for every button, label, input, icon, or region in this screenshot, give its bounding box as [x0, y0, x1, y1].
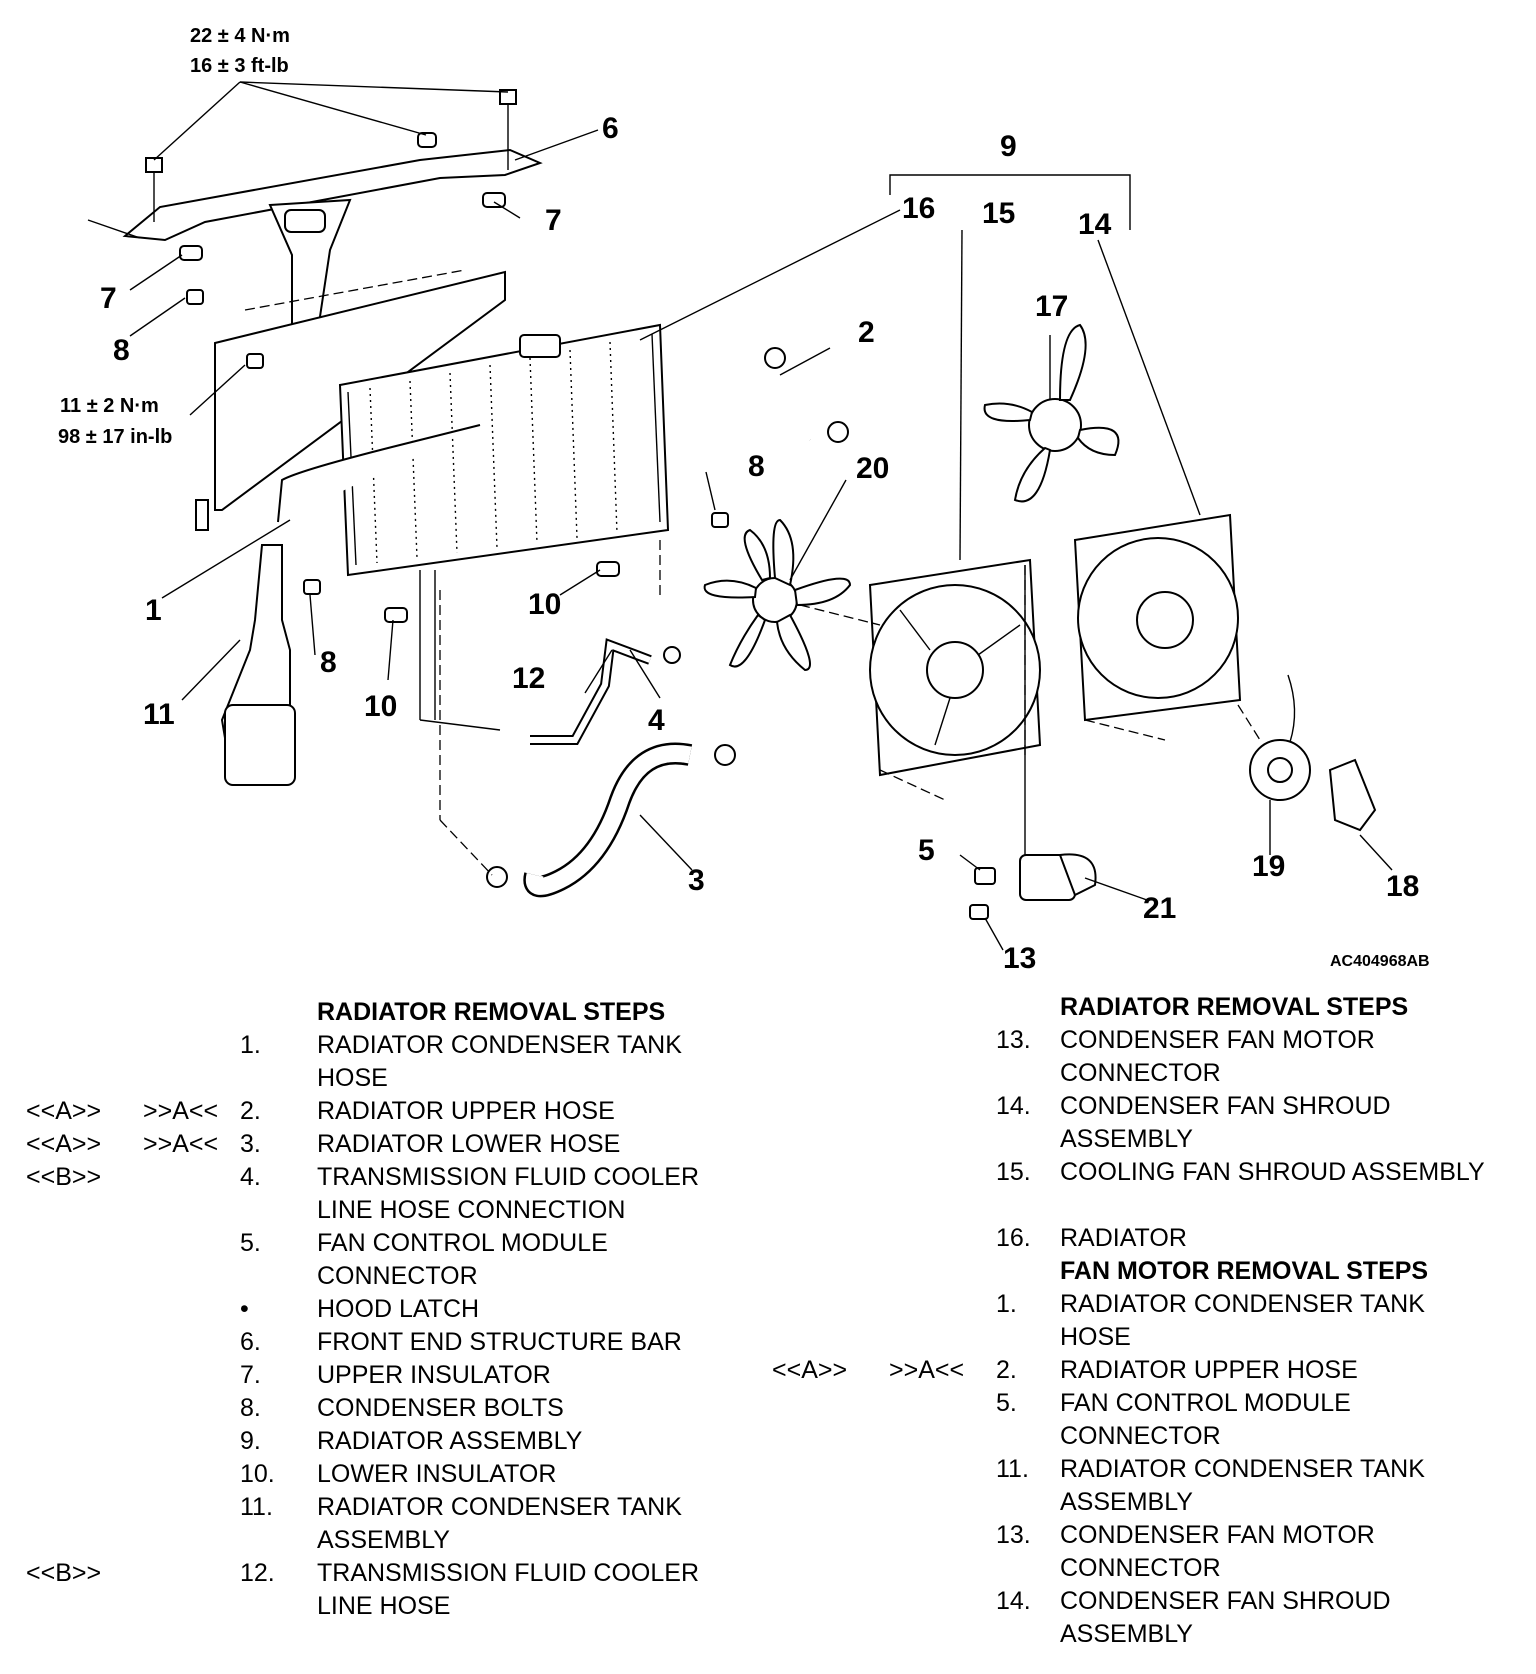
callout-3: 3 — [688, 864, 705, 897]
callout-5: 5 — [918, 834, 935, 867]
list-title: FAN MOTOR REMOVAL STEPS — [1060, 1257, 1429, 1285]
condenser-tank-hose — [277, 424, 481, 523]
callout-8: 8 — [320, 646, 337, 679]
callout-7: 7 — [545, 204, 562, 237]
list-item: <<A>>>>A<<2.RADIATOR UPPER HOSE — [26, 1097, 615, 1125]
torque-condenser-nm: 11 ± 2 N·m — [60, 395, 159, 417]
callout-20: 20 — [856, 452, 889, 485]
cooler-line-hose — [530, 638, 652, 745]
list-title: RADIATOR REMOVAL STEPS — [1060, 993, 1409, 1021]
list-item: 15.COOLING FAN SHROUD ASSEMBLY — [996, 1158, 1485, 1186]
condenser-bolt-icon — [711, 512, 729, 528]
figure-id: AC404968AB — [1330, 953, 1430, 970]
callout-18: 18 — [1386, 870, 1419, 903]
list-item: 10.LOWER INSULATOR — [240, 1460, 557, 1488]
condenser-bolt-icon — [303, 579, 321, 595]
list-item: 5.FAN CONTROL MODULE CONNECTOR — [996, 1389, 1351, 1450]
callout-17: 17 — [1035, 290, 1068, 323]
callout-4: 4 — [648, 704, 665, 737]
radiator-removal-steps-left: RADIATOR REMOVAL STEPS 1.RADIATOR CONDEN… — [26, 996, 746, 1623]
callout-11: 11 — [143, 698, 175, 731]
callout-16: 16 — [902, 192, 935, 225]
hose-clamp-icon — [827, 421, 849, 443]
list-item: 7.UPPER INSULATOR — [240, 1361, 551, 1389]
list-item: 1.RADIATOR CONDENSER TANK HOSE — [240, 1031, 682, 1092]
upper-insulator — [482, 192, 506, 208]
motor-cover — [1328, 758, 1377, 832]
connector-icon — [969, 904, 989, 920]
callout-2: 2 — [858, 316, 875, 349]
lower-insulator — [384, 607, 408, 623]
callout-1: 1 — [145, 594, 162, 627]
callout-6: 6 — [602, 112, 619, 145]
radiator-removal-steps-right: RADIATOR REMOVAL STEPS 13.CONDENSER FAN … — [772, 991, 1536, 1651]
hose-clamp-icon — [486, 866, 508, 888]
callout-21: 21 — [1143, 892, 1176, 925]
list-item: 1.RADIATOR CONDENSER TANK HOSE — [996, 1290, 1425, 1351]
callout-15: 15 — [982, 197, 1015, 230]
bolt-icon — [145, 157, 163, 222]
condenser-tank — [220, 544, 296, 786]
list-item: <<B>>4.TRANSMISSION FLUID COOLER LINE HO… — [26, 1163, 699, 1224]
condenser-fan — [983, 323, 1120, 503]
upper-insulator — [179, 245, 203, 261]
fan-motor — [1249, 674, 1311, 801]
lower-insulator — [596, 561, 620, 577]
torque-condenser-inlb: 98 ± 17 in-lb — [58, 426, 172, 448]
condenser-bolt-icon — [186, 289, 204, 305]
callout-8: 8 — [748, 450, 765, 483]
list-item: 6.FRONT END STRUCTURE BAR — [240, 1328, 682, 1356]
bolt-icon — [417, 132, 437, 148]
callout-8: 8 — [113, 334, 130, 367]
list-title: RADIATOR REMOVAL STEPS — [317, 998, 666, 1026]
condenser-fan-shroud — [1073, 513, 1242, 722]
condenser-bolt-icon — [246, 353, 264, 369]
callout-14: 14 — [1078, 208, 1112, 241]
torque-upper-ftlb: 16 ± 3 ft-lb — [190, 55, 289, 77]
list-item: 8.CONDENSER BOLTS — [240, 1394, 564, 1422]
front-end-structure-bar — [87, 148, 543, 382]
hose-clamp-icon — [714, 744, 736, 766]
fan-control-module — [1019, 565, 1097, 901]
list-item: 9.RADIATOR ASSEMBLY — [240, 1427, 583, 1455]
callout-10: 10 — [528, 588, 561, 621]
list-item: 5.FAN CONTROL MODULE CONNECTOR — [240, 1229, 608, 1290]
list-item: 14.CONDENSER FAN SHROUD ASSEMBLY — [996, 1587, 1391, 1648]
list-item: 13.CONDENSER FAN MOTOR CONNECTOR — [996, 1521, 1375, 1582]
list-item: <<B>>12.TRANSMISSION FLUID COOLER LINE H… — [26, 1559, 699, 1620]
callout-19: 19 — [1252, 850, 1285, 883]
hose-clamp-icon — [764, 347, 786, 369]
callout-12: 12 — [512, 662, 545, 695]
callout-10: 10 — [364, 690, 397, 723]
list-item: •HOOD LATCH — [240, 1295, 480, 1323]
cooling-fan-shroud — [868, 558, 1042, 777]
list-item: 14.CONDENSER FAN SHROUD ASSEMBLY — [996, 1092, 1391, 1153]
connector-icon — [974, 867, 996, 885]
list-item: 11.RADIATOR CONDENSER TANK ASSEMBLY — [240, 1493, 682, 1554]
hose-clamp-icon — [663, 646, 681, 664]
bolt-icon — [499, 89, 517, 170]
list-item: 11.RADIATOR CONDENSER TANK ASSEMBLY — [996, 1455, 1425, 1516]
cooling-fan — [703, 518, 852, 672]
list-item: <<A>>>>A<<2.RADIATOR UPPER HOSE — [772, 1356, 1358, 1384]
torque-upper-nm: 22 ± 4 N·m — [190, 25, 290, 47]
list-item: 16.RADIATOR — [996, 1224, 1187, 1252]
list-item: <<A>>>>A<<3.RADIATOR LOWER HOSE — [26, 1130, 621, 1158]
list-item: 13.CONDENSER FAN MOTOR CONNECTOR — [996, 1026, 1375, 1087]
callout-7: 7 — [100, 282, 117, 315]
radiator — [338, 323, 670, 577]
exploded-radiator-diagram: 22 ± 4 N·m 16 ± 3 ft-lb 11 ± 2 N·m 98 ± … — [58, 25, 1430, 975]
callout-13: 13 — [1003, 942, 1036, 975]
callout-9: 9 — [1000, 130, 1017, 163]
